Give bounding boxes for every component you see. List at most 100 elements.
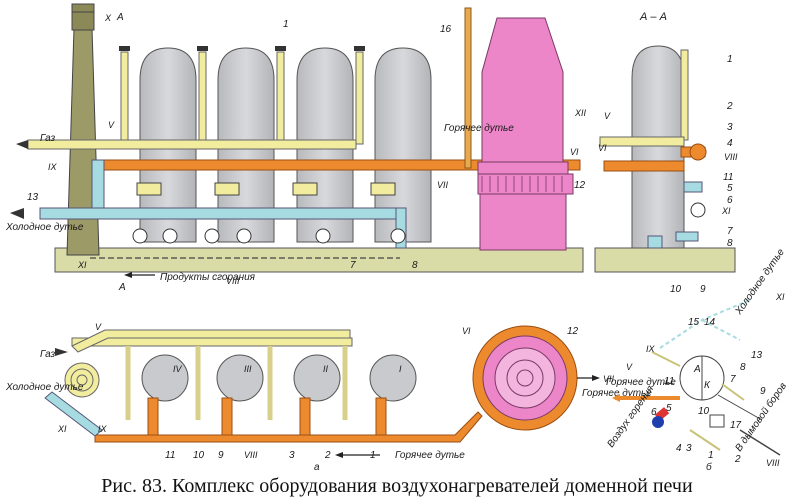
sec-label-3: 3 [727, 122, 733, 133]
scheme-label-cold-blast: Холодное дутье [733, 247, 787, 318]
plan-label-11: 11 [165, 450, 175, 461]
plan-label-i: I [399, 364, 402, 374]
plan-chimney [64, 362, 100, 398]
plan-label-1: 1 [370, 450, 376, 461]
plan-label-9: 9 [218, 450, 224, 461]
plan-label-iv: IV [173, 364, 183, 374]
sec-label-1: 1 [727, 54, 733, 65]
plan-label-ix: IX [98, 424, 108, 434]
sec-label-viii: VIII [724, 152, 738, 162]
label-vii-top: VII [437, 180, 449, 190]
section-labels: V VI VIII XI 1 2 3 4 5 6 7 8 9 10 11 [598, 54, 738, 295]
equipment-diagram: Газ Холодное дутье Горячее дутье Продукт… [5, 3, 789, 470]
sec-label-5: 5 [727, 183, 733, 194]
plan-label-ii: II [323, 364, 329, 374]
plan-label-hot-blast-bottom: Горячее дутье [395, 450, 465, 461]
scheme-label-v: V [626, 362, 633, 372]
scheme-label-4: 4 [676, 443, 682, 454]
label-xi-top: XI [77, 260, 87, 270]
label-v-top: V [108, 120, 115, 130]
plan-label-gas: Газ [40, 349, 55, 360]
plan-furnace [472, 325, 578, 431]
figure-caption: Рис. 83. Комплекс оборудования воздухона… [101, 475, 693, 497]
label-section-title: А – А [639, 11, 667, 23]
scheme-label-k: К [704, 380, 711, 391]
riser-valves [119, 46, 365, 51]
plan-view [44, 325, 600, 458]
plan-label-hot-blast-right: Горячее дутье [582, 388, 652, 399]
elevation-view [10, 3, 736, 278]
burner-blocks [136, 182, 396, 196]
scheme-label-5: 5 [666, 403, 672, 414]
plan-cowpers [141, 354, 417, 402]
scheme-label-13: 13 [751, 350, 763, 361]
sec-label-8: 8 [727, 238, 733, 249]
blast-furnace [464, 7, 574, 251]
section-a-a [594, 45, 736, 273]
plan-riser-loops [125, 346, 348, 420]
sec-label-xi: XI [721, 206, 731, 216]
plan-label-v: V [95, 322, 102, 332]
scheme-label-11: 11 [664, 376, 674, 387]
chimney-top [71, 3, 95, 31]
plan-label-iii: III [244, 364, 252, 374]
label-gas-top: Газ [40, 133, 55, 144]
plan-label-3: 3 [289, 450, 295, 461]
scheme-label-a: А [693, 364, 701, 375]
label-xii-top: XII [574, 108, 587, 118]
plan-label-2: 2 [324, 450, 331, 461]
sec-label-7: 7 [727, 226, 733, 237]
scheme-label-14: 14 [704, 317, 716, 328]
plan-labels: Газ Холодное дутье Горячее дутье Горячее… [5, 322, 652, 470]
plan-label-xi: XI [57, 424, 67, 434]
label-hot-blast-top: Горячее дутье [444, 123, 514, 134]
valve-scheme [612, 299, 781, 456]
scheme-label-17: 17 [730, 420, 742, 431]
sec-label-vi: VI [598, 143, 607, 153]
plan-label-viii: VIII [244, 450, 258, 460]
scheme-label-15: 15 [688, 317, 700, 328]
scheme-label-xi: XI [775, 292, 785, 302]
plan-label-10: 10 [193, 450, 205, 461]
scheme-label-ix: IX [646, 344, 656, 354]
scheme-label-3: 3 [686, 443, 692, 454]
scheme-label-6: 6 [651, 407, 657, 418]
label-16-top: 16 [440, 24, 452, 35]
sec-label-4: 4 [727, 138, 733, 149]
elevation-labels: Газ Холодное дутье Горячее дутье Продукт… [5, 11, 667, 293]
label-vi-top: VI [570, 147, 579, 157]
scheme-label-1: 1 [708, 450, 714, 461]
label-section-a-upper: А [116, 12, 124, 23]
label-13-top: 13 [27, 192, 39, 203]
scheme-label-9: 9 [760, 386, 766, 397]
sec-label-6: 6 [727, 195, 733, 206]
plan-label-part-a: а [314, 462, 320, 470]
label-ix-top: IX [48, 162, 58, 172]
label-7-top: 7 [350, 260, 356, 271]
label-viii-top: VIII [226, 276, 240, 286]
gas-main [27, 139, 357, 150]
sec-label-11: 11 [723, 172, 733, 183]
label-section-a-lower: А [118, 282, 126, 293]
label-combustion-products: Продукты сгорания [160, 272, 256, 283]
sec-label-10: 10 [670, 284, 682, 295]
label-cold-blast-top: Холодное дутье [5, 222, 84, 233]
sec-label-9: 9 [700, 284, 706, 295]
plan-label-vii: VII [603, 374, 615, 384]
plan-label-vi: VI [462, 326, 471, 336]
scheme-label-hot-blast: Горячее дутье [606, 377, 676, 388]
label-x: X [104, 13, 112, 23]
scheme-label-2: 2 [734, 454, 741, 465]
sec-label-2: 2 [726, 101, 733, 112]
scheme-label-10: 10 [698, 406, 710, 417]
scheme-label-viii: VIII [766, 458, 780, 468]
cold-blast-valves [132, 228, 406, 244]
label-8-top: 8 [412, 260, 418, 271]
scheme-label-part-b: б [706, 461, 712, 470]
label-1-top: 1 [283, 19, 289, 30]
cold-blast-main [39, 207, 401, 220]
foundation [54, 247, 584, 273]
plan-label-12: 12 [567, 326, 579, 337]
scheme-label-8: 8 [740, 362, 746, 373]
plan-label-cold-blast: Холодное дутье [5, 382, 84, 393]
